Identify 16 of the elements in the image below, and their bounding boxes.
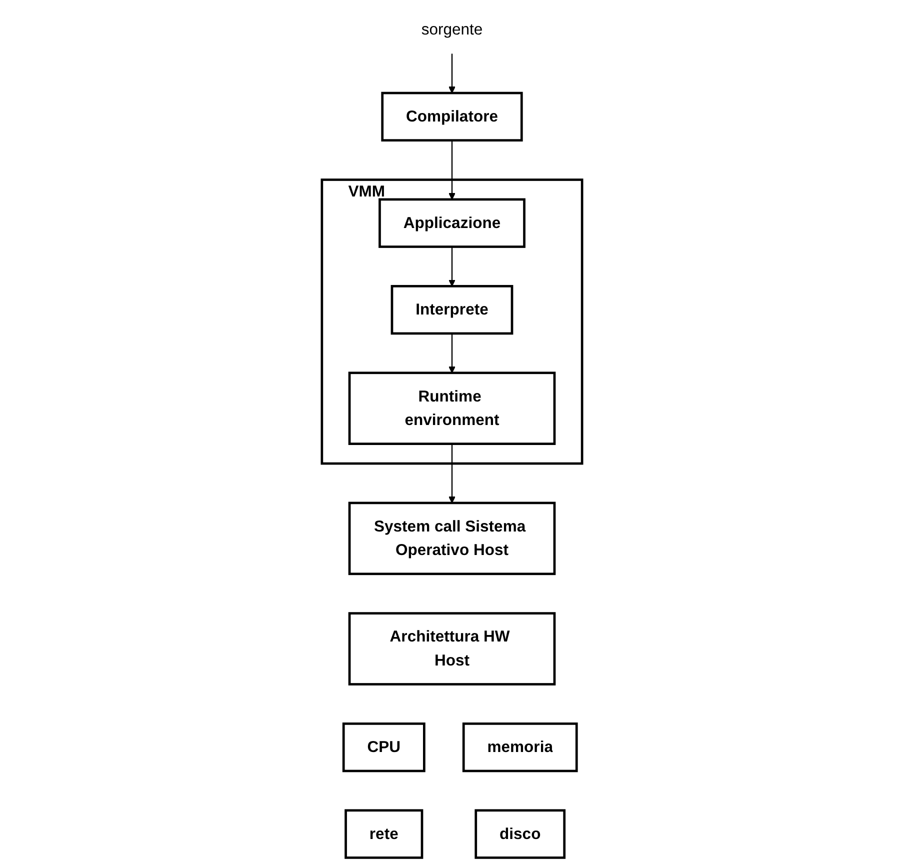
node-box: Runtime environment bbox=[348, 372, 556, 445]
arrow bbox=[448, 54, 456, 94]
node-box: CPU bbox=[342, 722, 426, 772]
node-box: Interprete bbox=[390, 284, 514, 335]
node-box: Compilatore bbox=[381, 92, 523, 142]
node-text: sorgente bbox=[421, 21, 483, 39]
node-box: System call Sistema Operativo Host bbox=[348, 502, 556, 576]
node-box: Architettura HW Host bbox=[348, 612, 556, 686]
arrow bbox=[448, 333, 456, 374]
arrow bbox=[448, 246, 456, 286]
node-box: disco bbox=[474, 809, 566, 859]
arrow bbox=[448, 444, 456, 504]
arrow bbox=[448, 140, 456, 200]
node-box: rete bbox=[344, 809, 424, 859]
node-box: Applicazione bbox=[378, 198, 526, 248]
node-box: memoria bbox=[462, 722, 578, 772]
